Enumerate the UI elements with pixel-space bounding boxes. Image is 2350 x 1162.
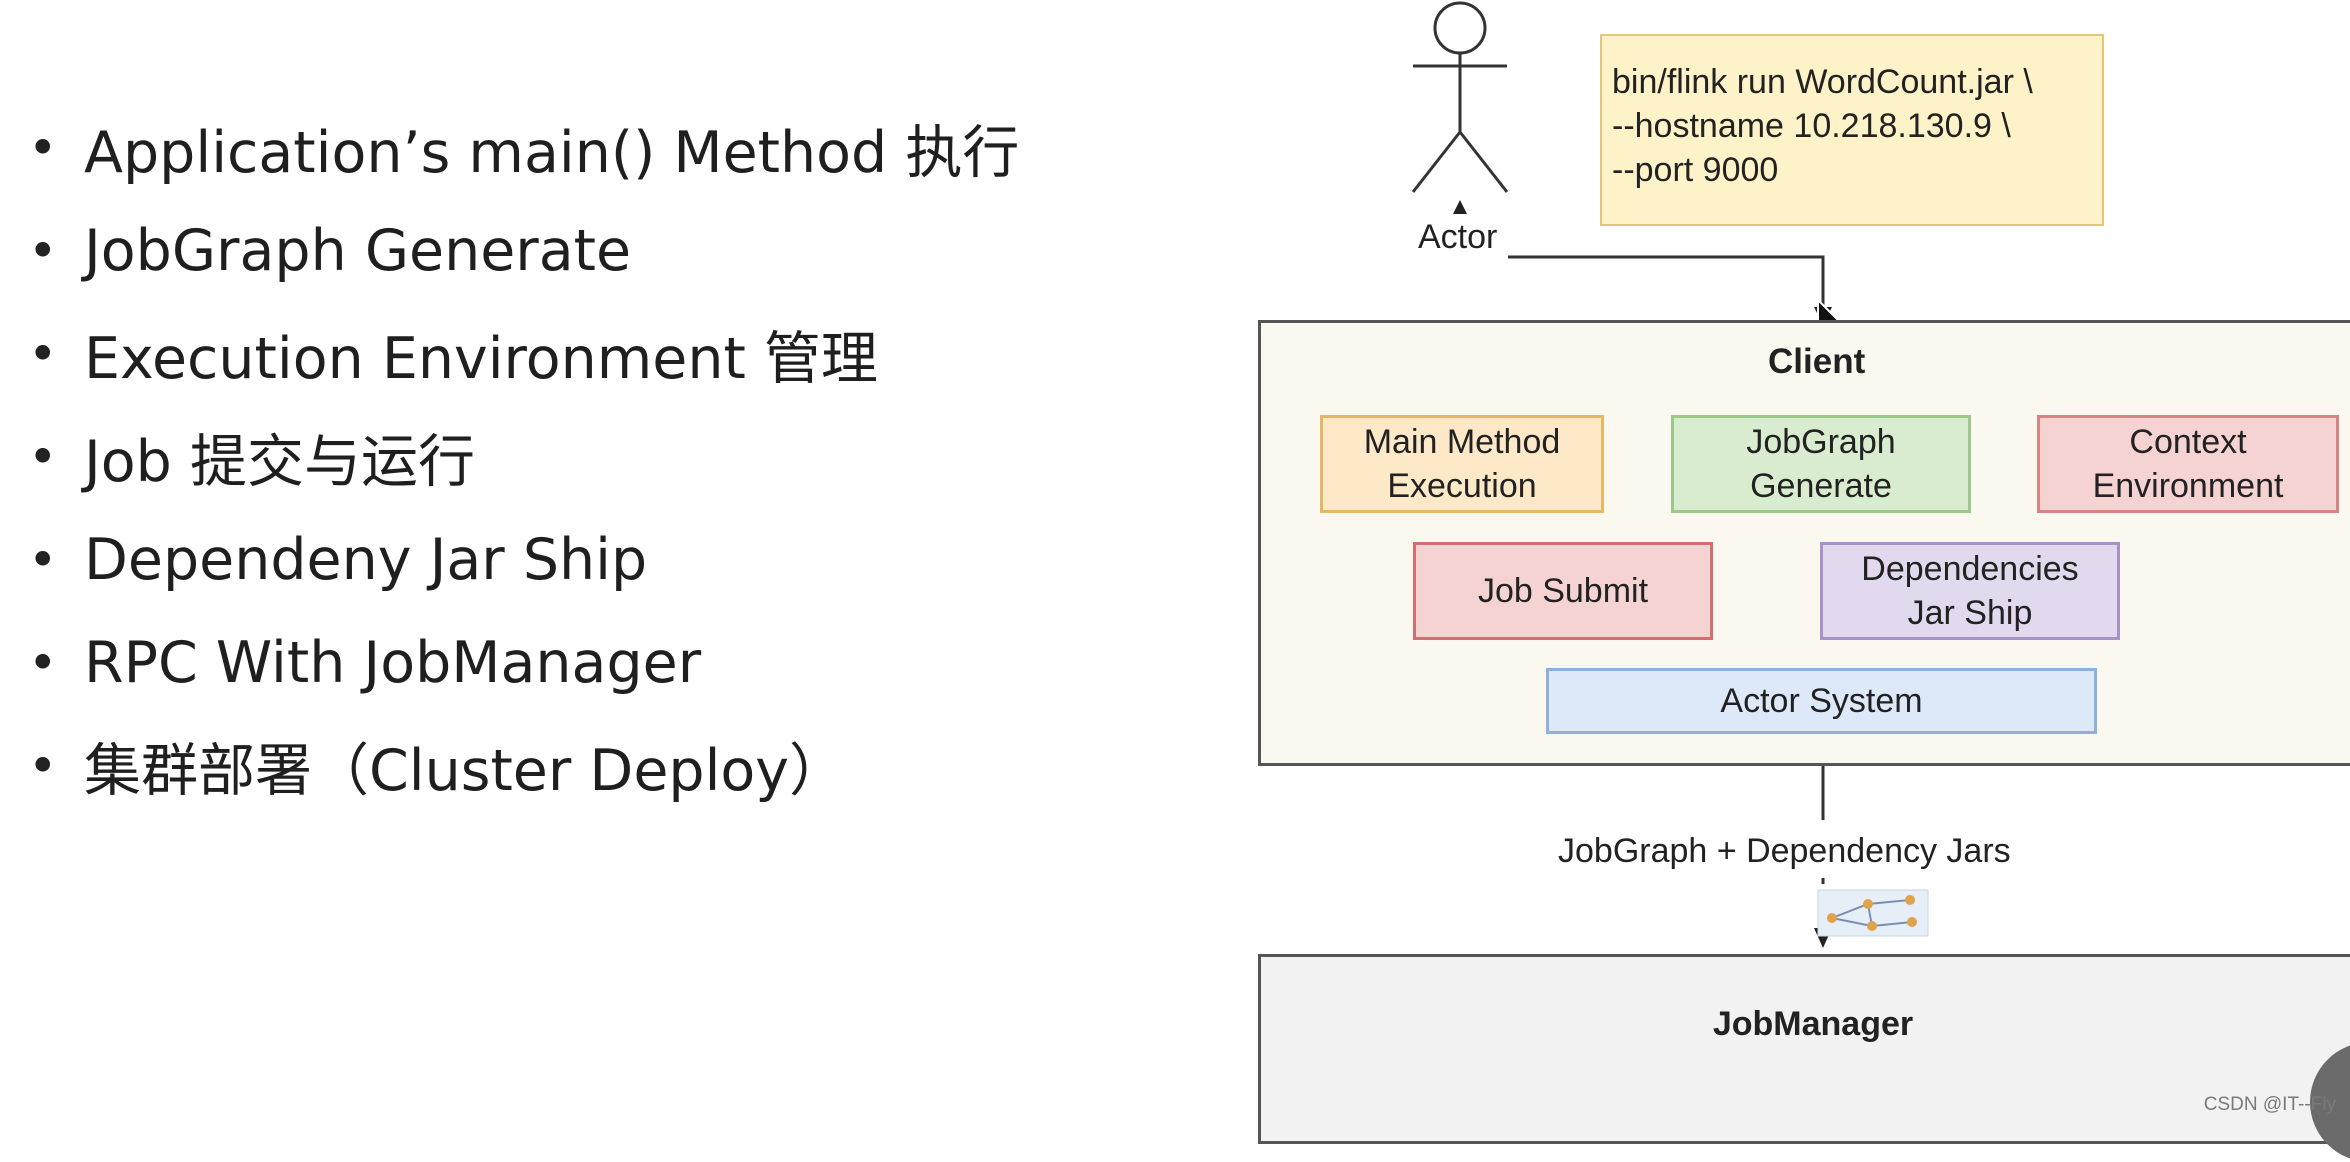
bullet-text: JobGraph Generate [84,217,632,284]
bullet-marker: • [28,530,58,589]
bullet-text: Execution Environment 管理 [84,325,878,392]
command-line: --port 9000 [1612,151,1779,189]
box-line: Context [2129,422,2247,461]
actor-label: Actor [1418,218,1498,256]
bullet-marker: • [28,324,58,383]
bullet-marker: • [28,221,58,280]
bullet-item: • JobGraph Generate [28,199,1019,302]
bullet-text: 集群部署（Cluster Deploy） [84,737,847,804]
command-line: bin/flink run WordCount.jar \ [1612,63,2033,101]
watermark: CSDN @IT--Fly [2203,1094,2336,1115]
jobmanager-label: JobManager [1712,1004,1914,1043]
bullet-marker: • [28,427,58,486]
jobmanager-box: JobManager [1258,954,2350,1144]
bullet-text: RPC With JobManager [84,629,702,696]
bullet-item: • Job 提交与运行 [28,405,1019,508]
bullet-list: • Application’s main() Method 执行 • JobGrap… [28,96,1019,817]
bullet-marker: • [28,633,58,692]
bullet-text: Application’s main() Method 执行 [84,119,1020,186]
actor-to-client-edge [1508,255,1825,312]
box-line: JobGraph [1746,422,1896,461]
box-line: Environment [2092,467,2284,505]
bullet-item: • Execution Environment 管理 [28,302,1019,405]
box-line: Generate [1750,467,1892,505]
bullet-text: Job 提交与运行 [84,428,475,495]
job-submit-box: Job Submit [1413,542,1713,640]
command-line: --hostname 10.218.130.9 \ [1612,107,2011,145]
edge-label: JobGraph + Dependency Jars [1558,832,2011,870]
actor-figure [1411,1,1509,193]
bullet-item: • 集群部署（Cluster Deploy） [28,714,1019,817]
bullet-item: • RPC With JobManager [28,611,1019,714]
box-line: Main Method [1363,422,1561,461]
actor-right-leg [1458,131,1509,193]
box-line: Dependencies [1861,549,2079,588]
actor-left-leg [1411,131,1462,193]
bullet-marker: • [28,118,58,177]
box-line: Execution [1387,467,1537,505]
box-line: Job Submit [1477,571,1649,610]
actor-head [1433,1,1487,55]
bullet-marker: • [28,736,58,795]
graph-icon [1817,889,1929,937]
actor-caret-icon [1453,200,1467,214]
client-title: Client [1768,342,1866,381]
box-line: Jar Ship [1907,594,2033,632]
box-line: Actor System [1720,681,1923,720]
actor-system-box: Actor System [1546,668,2097,734]
bullet-text: Dependeny Jar Ship [84,526,648,593]
command-note: bin/flink run WordCount.jar \ --hostname… [1600,34,2104,226]
bullet-item: • Application’s main() Method 执行 [28,96,1019,199]
bullet-item: • Dependeny Jar Ship [28,508,1019,611]
